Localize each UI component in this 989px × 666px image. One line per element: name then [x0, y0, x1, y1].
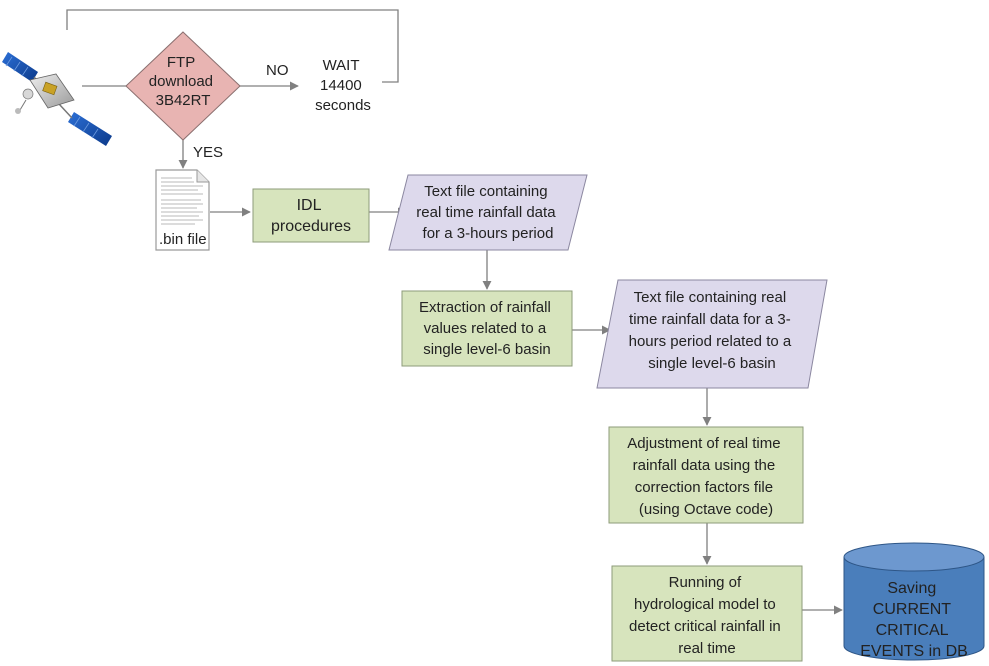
idl-line: IDL — [297, 197, 322, 214]
wait-line: 14400 — [320, 77, 362, 94]
process-extraction — [401, 290, 573, 367]
running-line: real time — [678, 640, 736, 657]
bin-file-text: bin file — [163, 231, 206, 248]
saving-line: EVENTS in DB — [860, 643, 968, 660]
decision-line: FTP — [167, 54, 195, 71]
adjustment-line: correction factors file — [635, 479, 773, 496]
process-running-model — [611, 565, 803, 662]
io-text-file-1 — [388, 174, 588, 251]
text-file-1-label: Text file containing real time rainfall … — [416, 183, 559, 242]
edge-wait-loop-back — [66, 9, 399, 83]
no-label: NO — [266, 62, 289, 79]
saving-label: Saving CURRENT CRITICAL EVENTS in DB — [860, 580, 968, 660]
running-label: Running of hydrological model to detect … — [629, 574, 785, 657]
extraction-line: values related to a — [424, 320, 547, 337]
text-file-2-line: Text file containing real — [634, 289, 787, 306]
text-file-2-line: time rainfall data for a 3- — [629, 311, 791, 328]
process-idl-procedures — [252, 188, 370, 243]
document-icon — [155, 169, 210, 251]
decision-ftp-download — [125, 31, 241, 141]
idl-label: IDL procedures — [271, 197, 351, 235]
running-line: hydrological model to — [634, 596, 776, 613]
extraction-label: Extraction of rainfall values related to… — [419, 299, 555, 358]
process-adjustment — [608, 426, 804, 524]
saving-line: CRITICAL — [876, 622, 949, 639]
adjustment-line: rainfall data using the — [633, 457, 776, 474]
text-file-2-label: Text file containing real time rainfall … — [629, 289, 796, 372]
decision-line: 3B42RT — [156, 92, 211, 109]
io-text-file-2 — [596, 279, 828, 389]
idl-line: procedures — [271, 218, 351, 235]
wait-line: WAIT — [323, 57, 360, 74]
text-file-1-line: real time rainfall data — [416, 204, 556, 221]
running-line: Running of — [669, 574, 742, 591]
wait-label: WAIT 14400 seconds — [315, 57, 371, 114]
adjustment-label: Adjustment of real time rainfall data us… — [627, 435, 785, 518]
extraction-line: Extraction of rainfall — [419, 299, 551, 316]
saving-line: Saving — [887, 580, 936, 597]
satellite-icon — [2, 52, 112, 146]
database-icon — [843, 542, 985, 661]
decision-label: FTP download 3B42RT — [149, 54, 217, 109]
text-file-1-line: for a 3-hours period — [423, 225, 554, 242]
text-file-2-line: hours period related to a — [629, 333, 792, 350]
bin-file-label: .bin file — [159, 231, 207, 248]
adjustment-line: Adjustment of real time — [627, 435, 780, 452]
text-file-2-line: single level-6 basin — [648, 355, 776, 372]
wait-line: seconds — [315, 97, 371, 114]
running-line: detect critical rainfall in — [629, 618, 781, 635]
extraction-line: single level-6 basin — [423, 341, 551, 358]
saving-line: CURRENT — [873, 601, 951, 618]
yes-label: YES — [193, 144, 223, 161]
decision-line: download — [149, 73, 213, 90]
text-file-1-line: Text file containing — [424, 183, 547, 200]
adjustment-line: (using Octave code) — [639, 501, 773, 518]
